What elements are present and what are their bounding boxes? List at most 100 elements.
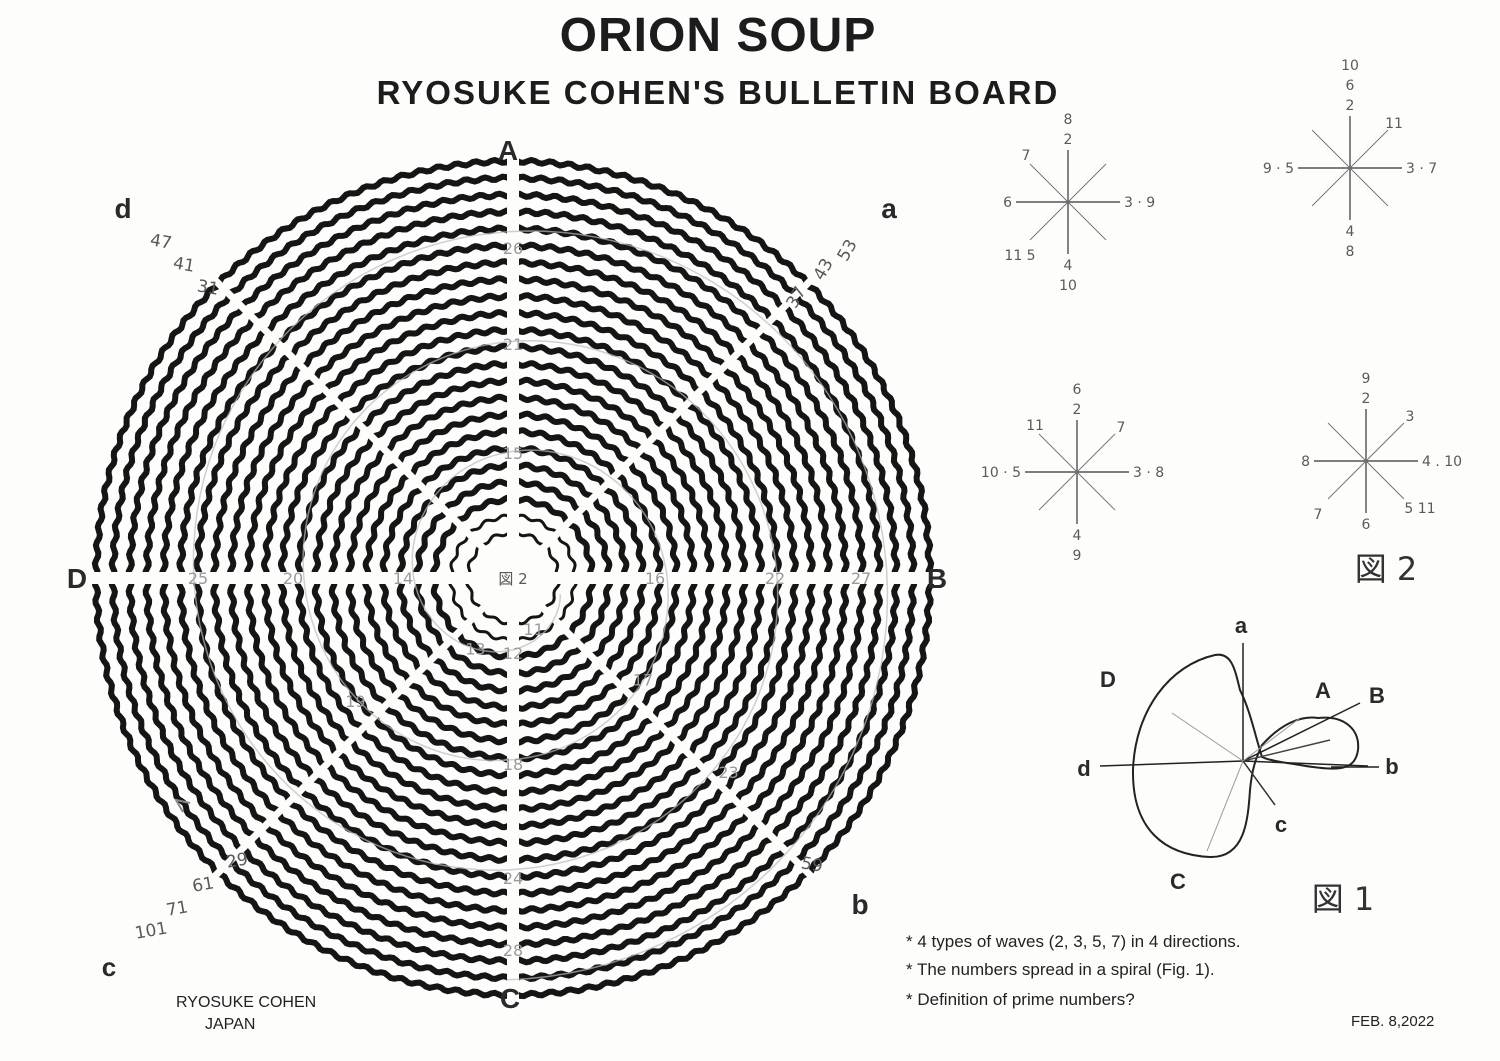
outer-number-d: 47 [148,230,173,253]
figure-2-stars: 8 2 4 10 6 3 · 9 7 11 5 10 6 2 4 8 9 · 5 3 · 7 11 6 2 4 9 10… [981,58,1462,564]
star-left-number: 6 [1003,195,1012,211]
outer-number-d: 41 [171,253,196,276]
ring-number: 21 [503,335,523,354]
fig1-label-b: b [1385,754,1398,779]
star-diagonal [1029,163,1107,241]
star-right-number: 3 · 8 [1133,465,1164,481]
ring-number: 15 [503,444,523,463]
star-lower-left-number: 7 [1314,507,1323,523]
ring-number: 11 [523,620,543,639]
ring-number: 17 [633,671,653,690]
signature-name: RYOSUKE COHEN [176,994,317,1011]
ring-number: 12 [503,644,523,663]
ring-number: 18 [503,755,523,774]
star-top-number: 9 [1362,371,1371,387]
diag-label-c: c [102,952,116,982]
star-top-number: 2 [1362,391,1371,407]
star-diagonal [1038,433,1116,511]
ring-number: 25 [188,569,208,588]
axis-label-B: B [927,563,947,594]
axis-label-C: C [500,983,520,1014]
star-bottom-number: 4 [1064,258,1073,274]
star-2: 10 6 2 4 8 9 · 5 3 · 7 11 [1263,58,1437,260]
ring-number: 14 [393,569,413,588]
date-stamp: FEB. 8,2022 [1351,1013,1435,1030]
diag-label-b: b [851,889,868,920]
star-left-number: 8 [1301,454,1310,470]
star-left-number: 10 · 5 [981,465,1021,481]
star-left-number: 9 · 5 [1263,161,1294,177]
star-top-number: 2 [1346,98,1355,114]
star-top-number: 2 [1064,132,1073,148]
fig1-label-d: d [1077,756,1090,781]
star-top-number: 2 [1073,402,1082,418]
star-diagonal [1311,129,1389,207]
star-upper-right-number: 11 [1385,116,1403,132]
star-lower-right-number: 5 11 [1404,501,1435,517]
ring-number: 19 [345,692,365,711]
star-1: 8 2 4 10 6 3 · 9 7 11 5 [1003,112,1155,294]
figure-1-spiral [1099,643,1379,859]
outer-number-c: 29 [225,849,250,872]
fig1-label-c: c [1275,812,1287,837]
axis-label-D: D [67,563,87,594]
figure-2-caption: 図 2 [1355,550,1418,588]
star-bottom-number: 6 [1362,517,1371,533]
ring-number: 22 [765,569,785,588]
star-right-number: 3 · 7 [1406,161,1437,177]
star-upper-left-number: 11 [1026,418,1044,434]
outer-number-c: 71 [165,897,190,920]
ring-number: 20 [283,569,303,588]
signature-country: JAPAN [205,1016,256,1033]
ring-number: 28 [503,941,523,960]
ring-number: 16 [645,569,665,588]
center-blank [479,544,547,612]
note-line-3: * Definition of prime numbers? [906,990,1135,1009]
diag-label-a: a [881,193,897,224]
ring-number: 24 [503,869,523,888]
axis-label-A: A [498,135,518,166]
star-right-number: 4 . 10 [1422,454,1462,470]
ring-number: 26 [503,239,523,258]
page-subtitle: RYOSUKE COHEN'S BULLETIN BOARD [376,74,1060,111]
star-diagonal [1327,422,1405,500]
note-line-2: * The numbers spread in a spiral (Fig. 1… [906,960,1215,979]
star-bottom-number: 4 [1073,528,1082,544]
spiral-guide [192,230,889,981]
star-top-number: 6 [1073,382,1082,398]
star-right-number: 3 · 9 [1124,195,1155,211]
ring-numbers: 26 21 15 16 22 27 25 20 14 12 18 24 28 11 13 17 19 23 [188,239,871,960]
star-upper-right-number: 7 [1117,420,1126,436]
figure-1-caption: 図 1 [1312,880,1375,918]
diag-label-d: d [114,193,131,224]
star-bottom-number: 8 [1346,244,1355,260]
center-figure-label: 図 2 [498,570,527,588]
star-upper-left-number: 7 [1022,148,1031,164]
page-title: ORION SOUP [559,9,877,62]
fig1-label-D: D [1100,667,1116,692]
star-top-number: 6 [1346,78,1355,94]
outer-number-c: 101 [133,918,168,943]
star-lower-left-number: 11 5 [1004,248,1035,264]
star-top-number: 8 [1064,112,1073,128]
fig1-label-B: B [1369,683,1385,708]
outer-number-d: 31 [195,276,220,299]
note-line-1: * 4 types of waves (2, 3, 5, 7) in 4 dir… [906,932,1241,951]
fig1-label-C: C [1170,869,1186,894]
outer-number-a: 53 [834,236,862,265]
fig1-label-a: a [1235,613,1248,638]
star-top-number: 10 [1341,58,1359,74]
outer-number-c: 61 [191,873,216,896]
star-bottom-number: 4 [1346,224,1355,240]
ring-number: 13 [465,640,485,659]
fig1-label-A: A [1315,678,1331,703]
ring-number: 27 [851,569,871,588]
star-bottom-number: 10 [1059,278,1077,294]
outer-number-b: 59 [799,853,824,876]
figure-1-spiral-curve [1131,653,1360,859]
ring-number: 23 [718,763,738,782]
